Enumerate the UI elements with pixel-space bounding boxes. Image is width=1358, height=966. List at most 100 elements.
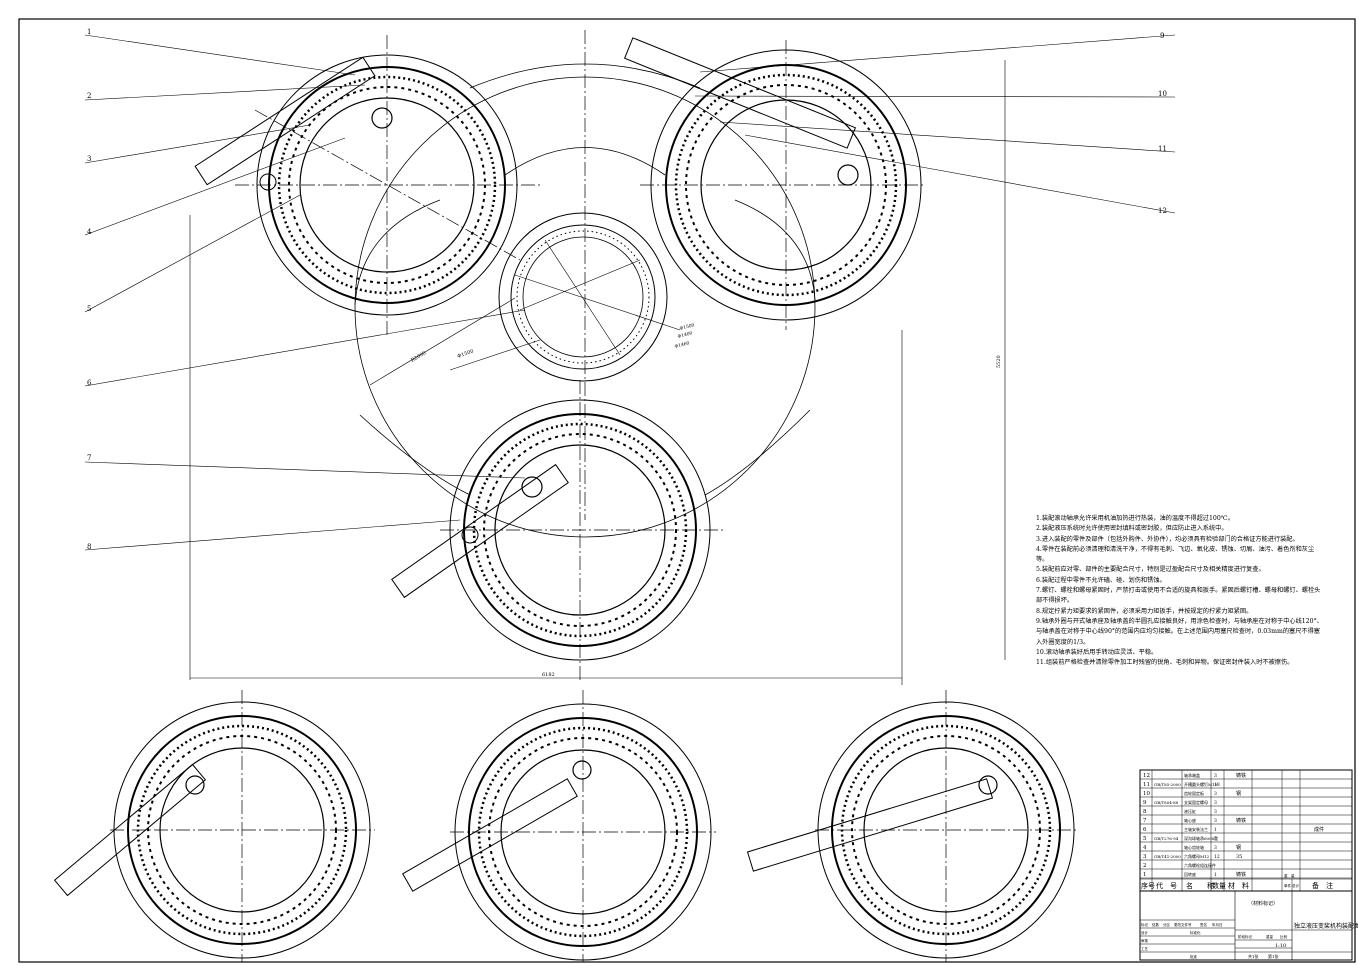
bom-cell-material: 钢 <box>1236 844 1241 851</box>
bom-header-qty: 数量 <box>1212 881 1226 890</box>
bom-cell-name: 齿轮固定板 <box>1184 790 1204 796</box>
bom-cell-no: 7 <box>1143 818 1147 824</box>
dim-height-overall: 5520 <box>996 355 1002 368</box>
bom-cell-qty: 3 <box>1214 845 1217 851</box>
dim-width-overall: 6182 <box>542 672 555 678</box>
bom-cell-name: 主轴安装法兰 <box>1184 826 1208 832</box>
bom-cell-material: 铸铁 <box>1236 817 1246 824</box>
bom-header-weight: 单件 总计 <box>1284 883 1300 888</box>
bom-cell-code: GB/T41-2000 <box>1154 854 1181 859</box>
bom-cell-material: 35 <box>1236 854 1242 860</box>
state-view-right <box>746 690 1078 962</box>
role-label-0: 设计 <box>1141 930 1149 935</box>
bom-cell-qty: 1 <box>1214 872 1217 878</box>
balloon-4: 4 <box>87 228 92 236</box>
bom-cell-name: 深沟球轴承6008型 <box>1184 835 1218 841</box>
drawing-scale: 1:10 <box>1275 943 1286 949</box>
role-label-2: 审核 <box>1141 938 1149 943</box>
note-10: 10.滚动轴承装好后用手转动应灵活、平稳。 <box>1036 648 1158 656</box>
bom-cell-code: GB/T804-88 <box>1154 800 1179 805</box>
bearing-assembly-top-left <box>194 35 540 335</box>
leader-lines <box>84 34 1176 551</box>
bom-cell-name: 六角螺栓组连接件 <box>1184 862 1216 868</box>
bom-cell-code: GB/T276-94 <box>1154 836 1179 841</box>
balloon-6: 6 <box>87 379 92 387</box>
bom-header-weight2: 重 量 <box>1284 873 1295 878</box>
dim-small-2: Φ1400 <box>677 330 693 340</box>
role-label-3: 工艺 <box>1141 946 1149 951</box>
note-7: 7.螺钉、螺栓和螺母紧固时，严禁打击或使用不合适的旋具和扳手。紧固后螺钉槽、螺母… <box>1036 587 1321 605</box>
bom-cell-material: 铸铁 <box>1236 772 1246 779</box>
bom-header-name: 名 称 <box>1186 881 1214 890</box>
bom-cell-name: 轴心座 <box>1184 817 1196 823</box>
rev-label-2: 分区 <box>1163 922 1171 927</box>
stage-label-0: 阶段标记 <box>1238 934 1253 939</box>
balloon-11: 11 <box>1158 145 1167 153</box>
balloon-3: 3 <box>87 155 91 163</box>
bom-cell-qty: 3 <box>1214 809 1217 815</box>
dim-radius-main: R2000 <box>410 350 427 363</box>
title-block <box>1139 769 1353 961</box>
bom-cell-qty: 12 <box>1214 854 1220 860</box>
bearing-assembly-bottom <box>391 380 725 680</box>
bom-cell-no: 9 <box>1143 800 1147 806</box>
drawing-title: 独立液压变桨机构装配图 <box>1294 922 1358 930</box>
rev-label-1: 处数 <box>1152 922 1160 927</box>
rev-label-4: 签名 <box>1200 922 1207 927</box>
bom-cell-qty: 3 <box>1214 791 1217 797</box>
center-flange <box>498 30 681 520</box>
bom-cell-no: 3 <box>1143 854 1147 860</box>
dim-small-1: Φ1500 <box>679 322 695 332</box>
drawing-border <box>18 18 1356 963</box>
bearing-assembly-top-right <box>623 37 925 330</box>
balloon-9: 9 <box>1160 32 1164 40</box>
bom-cell-no: 5 <box>1143 836 1147 842</box>
bom-header-remark: 备 注 <box>1312 881 1333 890</box>
note-2: 2.装配液压系统时允许使用密封填料或密封胶，但应防止进入系统中。 <box>1036 525 1228 533</box>
bom-cell-no: 2 <box>1143 863 1147 869</box>
bom-header-material: 材 料 <box>1228 881 1249 890</box>
note-8: 8.规定拧紧力矩要求的紧固件，必须采用力矩扳手，并按规定的拧紧力矩紧固。 <box>1036 607 1253 615</box>
material-mark: （材料标记） <box>1248 900 1278 907</box>
stage-label-2: 比例 <box>1280 934 1288 939</box>
bom-header-code: 代 号 <box>1156 881 1177 890</box>
note-5: 5.装配前应对零、部件的主要配合尺寸，特别是过盈配合尺寸及相关精度进行复查。 <box>1036 566 1265 574</box>
note-4: 4.零件在装配前必须清理和清洗干净，不得有毛刺、飞边、氧化皮、锈蚀、切屑、油污、… <box>1036 545 1315 564</box>
bom-cell-name: 液压缸 <box>1184 808 1196 814</box>
state-view-center <box>402 690 716 962</box>
technical-requirements: 1.装配滚动轴承允许采用机油加热进行热装，油的温度不得超过100℃。 2.装配液… <box>1036 514 1324 668</box>
balloon-8: 8 <box>87 543 91 551</box>
bom-cell-no: 4 <box>1143 845 1147 851</box>
bom-cell-code: GB/T85-2000 <box>1154 782 1181 787</box>
bom-cell-no: 12 <box>1143 773 1150 779</box>
bom-cell-material: 铸铁 <box>1236 871 1246 878</box>
note-1: 1.装配滚动轴承允许采用机油加热进行热装，油的温度不得超过100℃。 <box>1036 515 1234 522</box>
bom-cell-qty: 1 <box>1214 827 1217 833</box>
bom-cell-qty: 3 <box>1214 836 1217 842</box>
bom-header-no: 序号 <box>1141 881 1155 890</box>
role-label-1: 标准化 <box>1190 930 1201 935</box>
balloon-1: 1 <box>87 28 91 36</box>
dimension-lines <box>189 60 1006 685</box>
bom-cell-name: 轴承端盖 <box>1184 772 1200 778</box>
sheet-total: 共1张 <box>1248 953 1259 959</box>
rev-label-3: 更改文件号 <box>1174 922 1192 927</box>
bom-cell-qty: 3 <box>1214 818 1217 824</box>
stage-label-1: 重量 <box>1266 934 1274 939</box>
state-view-left <box>53 690 375 962</box>
bom-cell-material: 钢 <box>1236 790 1241 797</box>
note-11: 11.组装前严格检查并清除零件加工时残留的锐角、毛刺和异物。保证密封件装入时不被… <box>1036 659 1294 667</box>
rev-label-5: 年月日 <box>1212 922 1223 927</box>
note-6: 6.装配过程中零件不允许磕、碰、划伤和锈蚀。 <box>1036 576 1166 584</box>
balloon-10: 10 <box>1158 90 1167 98</box>
bom-cell-name: 支架固定螺母 <box>1184 799 1208 805</box>
sheet-no: 第1张 <box>1268 953 1279 959</box>
bom-cell-no: 8 <box>1143 809 1147 815</box>
bom-cell-name: 轴心齿轮轴 <box>1184 844 1204 850</box>
balloon-7: 7 <box>87 454 91 462</box>
dim-diam-center: Φ1500 <box>457 348 475 359</box>
bom-cell-no: 6 <box>1143 827 1147 833</box>
balloon-2: 2 <box>87 92 91 100</box>
